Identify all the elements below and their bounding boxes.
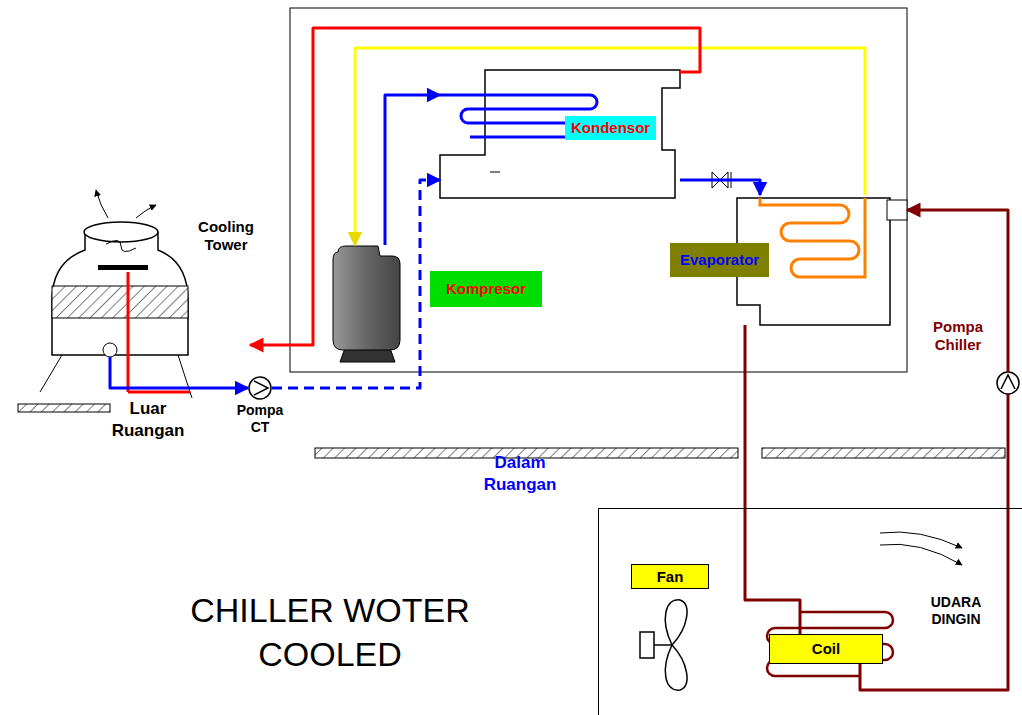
pipe-connector xyxy=(250,28,700,345)
node-label: Fan xyxy=(657,568,684,586)
evaporator: Evaporator xyxy=(737,195,907,325)
node-label: Kompresor xyxy=(430,271,542,307)
pump-symbol xyxy=(997,372,1019,394)
pump-symbol xyxy=(249,377,271,399)
node-label: Pompa Chiller xyxy=(921,318,995,354)
condenser: Kondensor xyxy=(440,70,680,198)
pipe-connector xyxy=(385,95,440,245)
compressor: Kompresor xyxy=(333,245,400,362)
chiller-housing xyxy=(290,8,907,372)
node-label: Kondensor xyxy=(565,116,656,140)
pipe-connector xyxy=(110,370,248,388)
floor xyxy=(18,404,110,412)
chiller-pump: Pompa Chiller xyxy=(997,372,1019,394)
compressor-figure xyxy=(333,246,400,362)
floor xyxy=(762,448,1005,458)
pipe-connector xyxy=(680,180,760,195)
condenser-figure xyxy=(440,70,680,198)
node-label: Pompa CT xyxy=(226,402,294,436)
coil-box: Coil xyxy=(769,634,883,664)
indoor-unit: UDARA DINGIN FanCoil xyxy=(598,508,1022,715)
node-label: Evaporator xyxy=(670,243,769,277)
coil-pipe xyxy=(767,612,893,676)
fan-figure xyxy=(640,600,687,690)
diagram-title: CHILLER WOTER COOLED xyxy=(175,588,485,676)
cooling-tower: Cooling Tower xyxy=(45,175,250,370)
node-label: Coil xyxy=(812,640,840,658)
cooling-tower-pump: Pompa CT xyxy=(248,377,272,399)
pipe-connector xyxy=(272,180,440,388)
area-label: Dalam Ruangan xyxy=(472,452,568,496)
pipe-connector xyxy=(355,48,865,245)
node-label: UDARA DINGIN xyxy=(911,594,1001,628)
pipe-connector xyxy=(907,210,1008,372)
fan-box: Fan xyxy=(631,564,709,589)
cooling-tower-figure xyxy=(40,190,192,398)
pipe-connector xyxy=(745,325,800,634)
node-label: Cooling Tower xyxy=(190,218,262,254)
air-arrows xyxy=(880,532,962,565)
area-label: Luar Ruangan xyxy=(100,398,196,442)
